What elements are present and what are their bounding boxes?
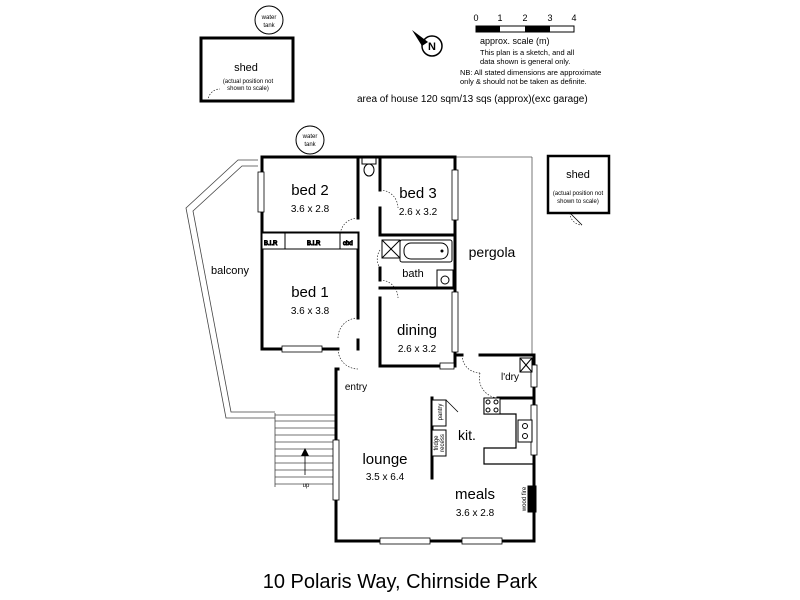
shed-label: shed xyxy=(566,169,590,181)
room-dining-dims: 2.6 x 3.2 xyxy=(398,344,437,355)
room-bed2-name: bed 2 xyxy=(291,182,329,199)
bir-label: B.I.R xyxy=(264,241,278,247)
shed-outline xyxy=(199,36,295,103)
room-lounge-dims: 3.5 x 6.4 xyxy=(366,472,405,483)
water-tank-label-1: water xyxy=(302,134,318,140)
disclaimer-line-3: NB: All stated dimensions are approximat… xyxy=(460,68,601,77)
room-bed3-name: bed 3 xyxy=(399,185,437,202)
shed-note-1: (actual position not xyxy=(223,79,274,85)
shed-note-2: shown to scale) xyxy=(227,86,269,92)
shed-right: shed (actual position not shown to scale… xyxy=(546,154,611,226)
disclaimer-line-1: This plan is a sketch, and all xyxy=(480,48,575,57)
room-bed2-dims: 3.6 x 2.8 xyxy=(291,204,330,215)
shed-note-1: (actual position not xyxy=(553,191,604,197)
disclaimer-line-2: data shown is general only. xyxy=(480,57,570,66)
water-tank-label-1: water xyxy=(261,15,277,21)
room-lounge-name: lounge xyxy=(362,451,407,468)
room-meals-name: meals xyxy=(455,486,495,503)
room-dining-name: dining xyxy=(397,322,437,339)
wood-fire-icon xyxy=(527,485,537,513)
up-arrow-icon xyxy=(301,448,309,456)
water-tank-label-2: tank xyxy=(304,142,316,148)
kitchen-sink xyxy=(517,419,533,443)
fridge-label: fridge xyxy=(434,435,440,451)
shed-note-2: shown to scale) xyxy=(557,199,599,205)
disclaimer: This plan is a sketch, and all data show… xyxy=(460,48,601,86)
room-bed1-name: bed 1 xyxy=(291,284,329,301)
room-bed3-dims: 2.6 x 3.2 xyxy=(399,207,438,218)
laundry-label: l'dry xyxy=(501,372,519,383)
toilet-icon xyxy=(363,163,375,177)
entry-label: entry xyxy=(345,382,367,393)
water-tank-icon xyxy=(295,125,325,155)
kitchen-label: kit. xyxy=(458,427,476,443)
scale-bar-segment xyxy=(525,26,550,32)
disclaimer-line-4: only & should not be taken as definite. xyxy=(460,77,587,86)
doors xyxy=(337,189,499,399)
scale-tick-0: 0 xyxy=(473,13,478,23)
balcony-label: balcony xyxy=(211,265,249,277)
fridge-recess-label: recess xyxy=(440,434,446,452)
toilet-cistern xyxy=(361,157,377,165)
water-tank-icon xyxy=(254,5,284,35)
pergola-label: pergola xyxy=(469,244,516,260)
compass-label: N xyxy=(428,41,436,53)
water-tank-house: water tank xyxy=(295,125,325,155)
shed-label: shed xyxy=(234,62,258,74)
scale-tick-3: 3 xyxy=(547,13,552,23)
scale-tick-1: 1 xyxy=(497,13,502,23)
shed-top-left: water tank shed (actual position not sho… xyxy=(199,5,295,103)
windows xyxy=(257,169,538,545)
area-note: area of house 120 sqm/13 sqs (approx)(ex… xyxy=(357,94,588,105)
room-bed1-dims: 3.6 x 3.8 xyxy=(291,306,330,317)
north-compass-icon: N xyxy=(412,30,443,57)
scale-bar-segment xyxy=(476,26,500,32)
cbd-label: cbd xyxy=(343,241,353,247)
wood-fire-label: wood fire xyxy=(522,486,528,512)
water-tank-label-2: tank xyxy=(263,23,275,29)
scale-tick-2: 2 xyxy=(522,13,527,23)
stairs xyxy=(274,413,336,487)
pantry-label: pantry xyxy=(438,404,444,421)
bir-label: B.I.R xyxy=(307,241,321,247)
address-title: 10 Polaris Way, Chirnside Park xyxy=(263,571,539,593)
scale-tick-4: 4 xyxy=(571,13,576,23)
room-labels: bed 2 3.6 x 2.8 bed 3 2.6 x 3.2 bed 1 3.… xyxy=(211,182,528,519)
pergola xyxy=(455,156,533,355)
fixtures: B.I.R B.I.R cbd xyxy=(261,157,537,513)
scale-legend: 0 1 2 3 4 approx. scale (m) xyxy=(473,13,576,46)
cupboard xyxy=(339,232,359,250)
shed-outline xyxy=(546,154,611,215)
bath-label: bath xyxy=(402,268,423,280)
pantry xyxy=(431,399,447,427)
up-label: up xyxy=(303,483,310,489)
room-meals-dims: 3.6 x 2.8 xyxy=(456,508,495,519)
scale-label: approx. scale (m) xyxy=(480,36,550,46)
balcony xyxy=(185,159,275,419)
fridge-recess xyxy=(431,429,447,457)
